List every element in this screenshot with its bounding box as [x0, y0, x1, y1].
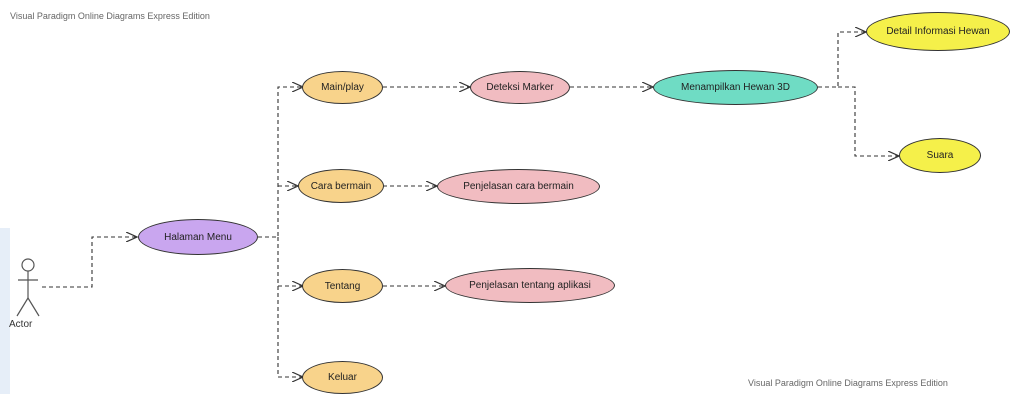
edge-menu-to-main-play — [258, 87, 303, 238]
actor-label: Actor — [9, 319, 33, 330]
edge-menampilkan-to-detail — [818, 32, 866, 88]
use-case-menampilkan-hewan-3d[interactable]: Menampilkan Hewan 3D — [653, 70, 818, 105]
left-edge-strip — [0, 228, 10, 394]
use-case-suara[interactable]: Suara — [899, 138, 981, 173]
edge-menampilkan-to-suara — [838, 86, 899, 156]
use-case-detail-informasi-hewan[interactable]: Detail Informasi Hewan — [866, 12, 1010, 51]
use-case-keluar[interactable]: Keluar — [302, 361, 383, 394]
edge-menu-to-keluar — [277, 286, 303, 377]
actor-left-leg — [16, 297, 29, 317]
actor-stick-figure — [16, 258, 40, 317]
use-case-penjelasan-tentang-aplikasi[interactable]: Penjelasan tentang aplikasi — [445, 268, 615, 303]
use-case-main-play[interactable]: Main/play — [302, 71, 383, 104]
use-case-halaman-menu[interactable]: Halaman Menu — [138, 219, 258, 255]
edge-actor-to-halaman-menu — [42, 237, 137, 288]
watermark-top: Visual Paradigm Online Diagrams Express … — [10, 11, 210, 21]
actor-right-leg — [27, 297, 40, 317]
use-case-tentang[interactable]: Tentang — [302, 269, 383, 303]
use-case-deteksi-marker[interactable]: Deteksi Marker — [470, 71, 570, 104]
actor-head — [21, 258, 35, 272]
use-case-penjelasan-cara-bermain[interactable]: Penjelasan cara bermain — [437, 169, 600, 204]
edge-menu-to-tentang — [277, 237, 303, 286]
use-case-cara-bermain[interactable]: Cara bermain — [298, 169, 384, 203]
watermark-bottom: Visual Paradigm Online Diagrams Express … — [748, 378, 948, 388]
